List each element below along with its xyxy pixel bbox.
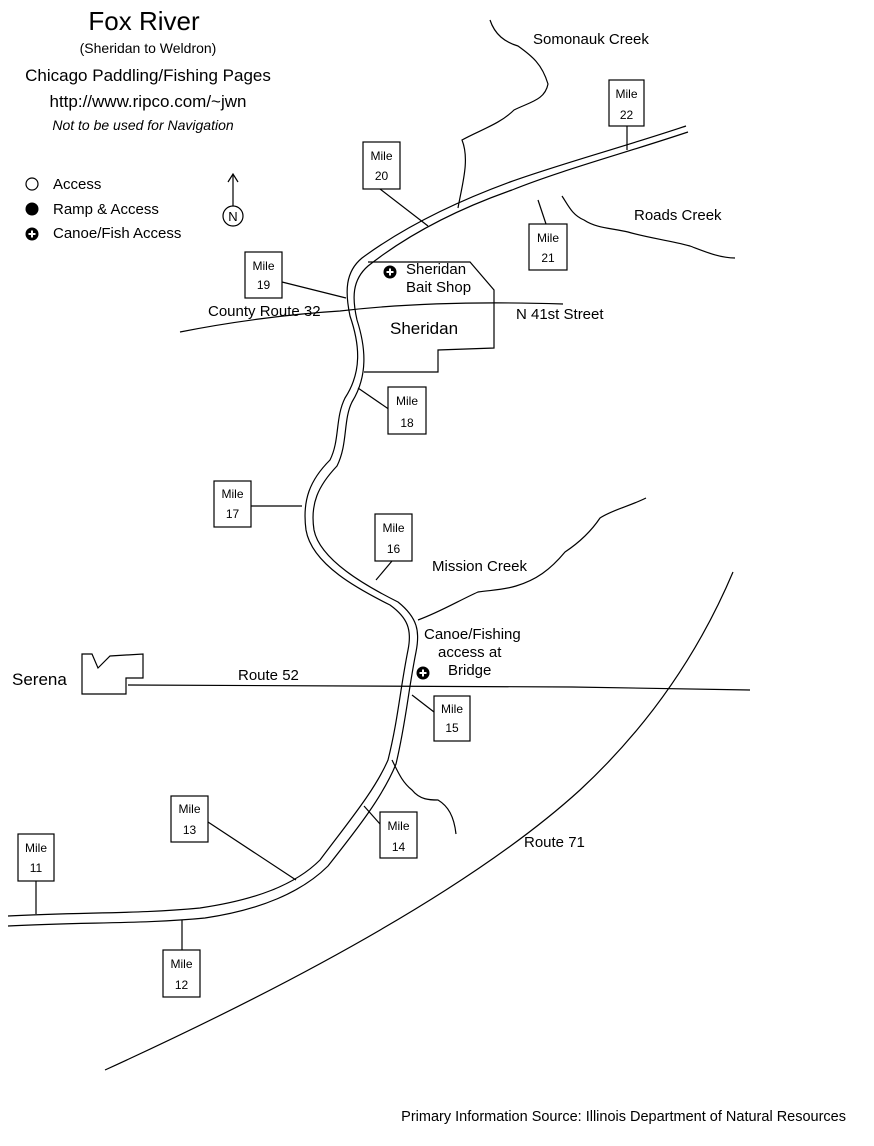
canoe-fish-access-symbol <box>25 227 39 241</box>
somonauk-creek <box>457 19 549 209</box>
bridge-access-label-line3: Bridge <box>448 662 491 679</box>
mission-creek-label: Mission Creek <box>432 558 528 575</box>
mile-marker-number: 15 <box>445 721 459 735</box>
mile-marker-label: Mile <box>396 394 418 408</box>
sheridan-outline <box>364 261 495 373</box>
small-creek <box>391 759 457 835</box>
county-route-32-label: County Route 32 <box>208 303 321 320</box>
mile-marker-number: 16 <box>387 542 401 556</box>
mile-marker-number: 18 <box>400 416 414 430</box>
bridge-access-label-line1: Canoe/Fishing <box>424 626 521 643</box>
mile-marker-number: 13 <box>183 823 197 837</box>
somonauk-creek-label: Somonauk Creek <box>533 31 649 48</box>
map-subtitle: (Sheridan to Weldron) <box>80 40 217 56</box>
legend-canoe-fish-access-label: Canoe/Fish Access <box>53 225 181 242</box>
access-symbol <box>25 177 39 191</box>
serena-label: Serena <box>12 670 67 689</box>
mile-marker-14: Mile 14 <box>379 811 418 859</box>
county-route-32-road <box>179 302 564 333</box>
bridge-canoe-fish-access-icon <box>416 666 430 680</box>
mile-marker-label: Mile <box>221 487 243 501</box>
mile-marker-15: Mile 15 <box>433 695 471 742</box>
mile-marker-18: Mile 18 <box>387 386 427 435</box>
mile-marker-22: Mile 22 <box>608 79 645 127</box>
map-title: Fox River <box>88 6 200 36</box>
bait-shop-label-line1: Sheridan <box>406 261 466 278</box>
mile-marker-number: 11 <box>30 861 43 875</box>
mile-marker-number: 12 <box>175 978 189 992</box>
mile-marker-16: Mile 16 <box>374 513 413 562</box>
sheridan-label: Sheridan <box>390 319 458 338</box>
site-url: http://www.ripco.com/~jwn <box>50 92 247 111</box>
mile-marker-number: 14 <box>392 840 406 854</box>
legend-ramp-access-label: Ramp & Access <box>53 201 159 218</box>
mile-marker-21: Mile 21 <box>528 223 568 271</box>
mile-marker-number: 20 <box>375 169 389 183</box>
legend: Access Ramp & Access Canoe/Fish Access <box>25 176 181 242</box>
mile-marker-label: Mile <box>615 87 637 101</box>
mile-marker-label: Mile <box>25 841 47 855</box>
mile-marker-17: Mile 17 <box>213 480 252 528</box>
mile-marker-number: 19 <box>257 278 271 292</box>
mile-marker-11: Mile 11 <box>17 833 55 882</box>
bait-shop-label-line2: Bait Shop <box>406 279 471 296</box>
n41st-street-label: N 41st Street <box>516 306 604 323</box>
mile-leader-lines <box>35 126 628 950</box>
mile-marker-number: 21 <box>541 251 555 265</box>
mile-marker-label: Mile <box>441 702 463 716</box>
mile-marker-13: Mile 13 <box>170 795 209 843</box>
route-71-label: Route 71 <box>524 834 585 851</box>
mission-creek <box>417 497 647 621</box>
roads-creek <box>561 195 736 259</box>
mile-marker-number: 22 <box>620 108 634 122</box>
source-credit: Primary Information Source: Illinois Dep… <box>401 1109 846 1125</box>
roads-creek-label: Roads Creek <box>634 207 722 224</box>
mile-marker-label: Mile <box>382 521 404 535</box>
route-71-road <box>104 571 734 1071</box>
route-52-road <box>127 684 751 691</box>
mile-marker-label: Mile <box>537 231 559 245</box>
mile-marker-label: Mile <box>170 957 192 971</box>
mile-marker-label: Mile <box>387 819 409 833</box>
site-name: Chicago Paddling/Fishing Pages <box>25 66 271 85</box>
mile-marker-20: Mile 20 <box>362 141 401 190</box>
north-arrow-icon: N <box>222 172 244 227</box>
route-52-label: Route 52 <box>238 667 299 684</box>
mile-marker-label: Mile <box>178 802 200 816</box>
legend-access-label: Access <box>53 176 101 193</box>
north-label: N <box>228 209 237 224</box>
bridge-access-label-line2: access at <box>438 644 502 661</box>
bait-shop-canoe-fish-access-icon <box>383 265 397 279</box>
disclaimer: Not to be used for Navigation <box>52 117 234 133</box>
ramp-access-symbol <box>25 202 39 216</box>
serena-outline <box>81 653 144 695</box>
mile-marker-12: Mile 12 <box>162 949 201 998</box>
mile-marker-number: 17 <box>226 507 240 521</box>
mile-marker-label: Mile <box>370 149 392 163</box>
mile-marker-label: Mile <box>252 259 274 273</box>
mile-marker-19: Mile 19 <box>244 251 283 299</box>
fox-river <box>7 125 689 927</box>
